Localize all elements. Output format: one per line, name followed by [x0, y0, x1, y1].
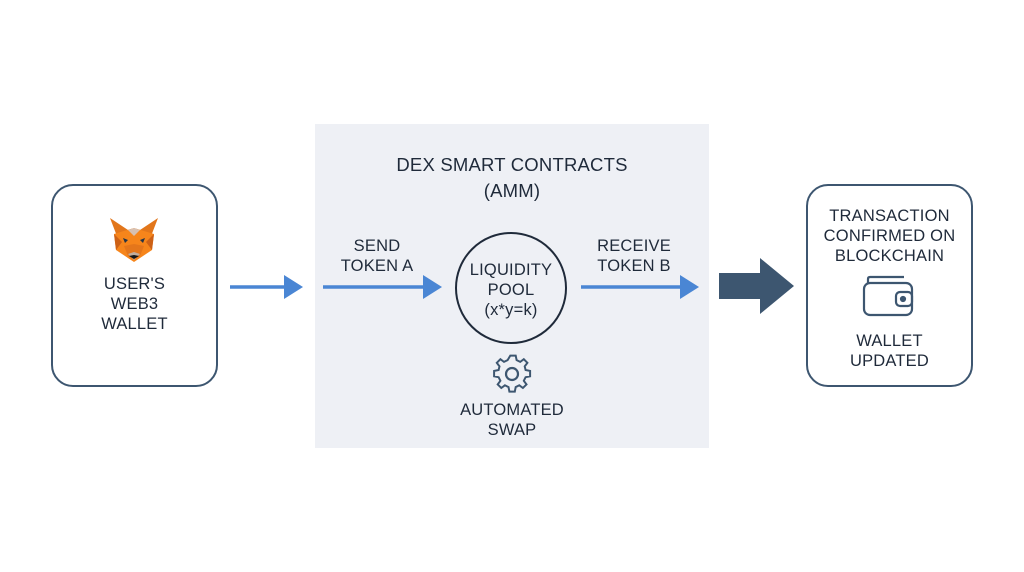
liquidity-pool-label: LIQUIDITY POOL (x*y=k): [456, 260, 566, 320]
receive-label-line1: RECEIVE: [597, 237, 671, 255]
wallet-icon: [862, 275, 914, 317]
pool-label-line3: (x*y=k): [484, 301, 538, 319]
send-label-line2: TOKEN A: [340, 257, 414, 275]
updated-label-line2: UPDATED: [849, 352, 930, 370]
transaction-result-box: [806, 184, 973, 387]
send-label-line1: SEND: [353, 237, 401, 255]
wallet-label: USER'S WEB3 WALLET: [51, 274, 218, 334]
gear-icon: [493, 354, 532, 393]
dex-title-line2: (AMM): [483, 180, 541, 201]
tx-label-line3: BLOCKCHAIN: [834, 247, 945, 265]
arrow-receive-token-b: [581, 275, 699, 299]
dex-title: DEX SMART CONTRACTS (AMM): [315, 152, 709, 204]
pool-label-line1: LIQUIDITY: [469, 261, 553, 279]
tx-label-line1: TRANSACTION: [829, 207, 950, 225]
wallet-label-line2: WEB3: [110, 295, 159, 313]
send-token-label: SEND TOKEN A: [322, 236, 432, 276]
pool-label-line2: POOL: [487, 281, 535, 299]
tx-label-line2: CONFIRMED ON: [823, 227, 956, 245]
updated-label-line1: WALLET: [856, 332, 923, 350]
receive-token-label: RECEIVE TOKEN B: [578, 236, 690, 276]
wallet-label-line1: USER'S: [103, 275, 166, 293]
user-wallet-box: [51, 184, 218, 387]
liquidity-pool-circle: [455, 232, 567, 344]
wallet-updated-label: WALLET UPDATED: [806, 331, 973, 371]
arrow-wallet-to-dex: [230, 275, 303, 299]
receive-label-line2: TOKEN B: [597, 257, 671, 275]
arrow-to-confirmation: [719, 258, 794, 314]
automated-swap-label: AUTOMATED SWAP: [440, 400, 584, 440]
dex-title-line1: DEX SMART CONTRACTS: [396, 154, 628, 175]
swap-label-line2: SWAP: [487, 421, 537, 439]
swap-label-line1: AUTOMATED: [460, 401, 564, 419]
arrow-send-token-a: [323, 275, 442, 299]
transaction-confirmed-label: TRANSACTION CONFIRMED ON BLOCKCHAIN: [806, 206, 973, 266]
fox-icon: [110, 218, 158, 262]
wallet-label-line3: WALLET: [101, 315, 168, 333]
